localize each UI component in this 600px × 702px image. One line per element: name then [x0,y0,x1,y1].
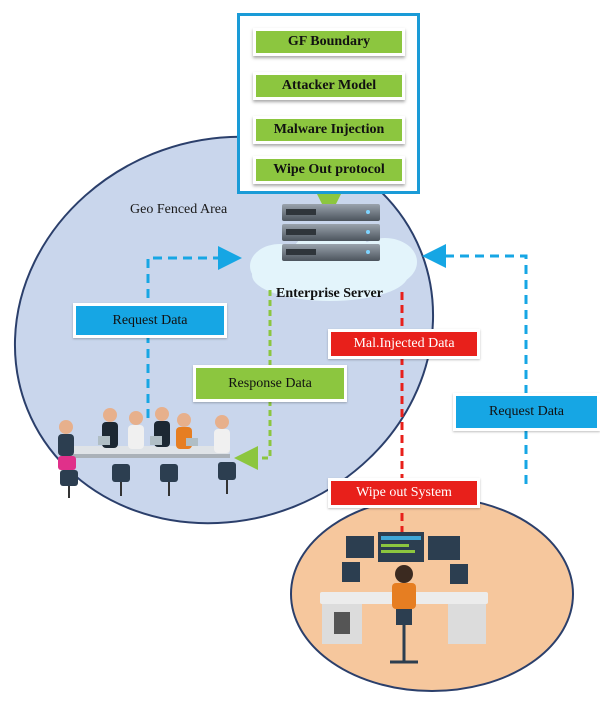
office-team-illustration [58,407,236,498]
mal-injected-data-label: Mal.Injected Data [328,329,480,359]
stack-wipe-out-protocol: Wipe Out protocol [253,156,405,184]
attacker-workstation-illustration [320,532,488,664]
stack-gf-boundary: GF Boundary [253,28,405,56]
request-arrow-left [146,246,242,418]
response-arrow [234,290,272,470]
request-arrow-right [422,244,528,484]
server-rack-icon [282,204,380,261]
request-data-left-label: Request Data [73,303,227,338]
stack-attacker-model: Attacker Model [253,72,405,100]
request-data-right-label: Request Data [453,393,600,431]
response-data-label: Response Data [193,365,347,402]
stack-malware-injection: Malware Injection [253,116,405,144]
geo-fenced-area-label: Geo Fenced Area [130,202,228,217]
enterprise-server-label: Enterprise Server [276,286,383,301]
wipe-out-system-label: Wipe out System [328,478,480,508]
